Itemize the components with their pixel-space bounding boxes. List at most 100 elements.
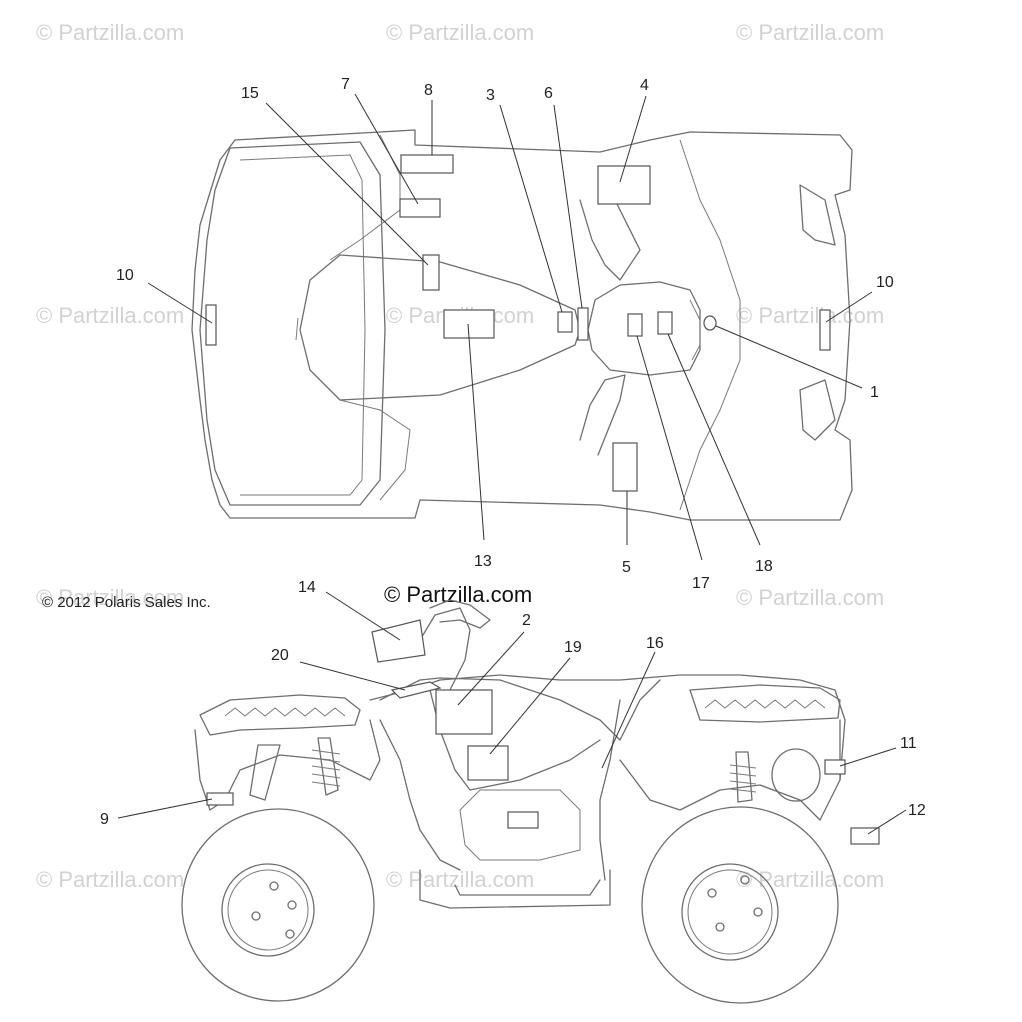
front-shock <box>735 751 753 803</box>
callout-15: 15 <box>241 85 259 102</box>
brand-label: © Partzilla.com <box>384 582 532 607</box>
watermark: © Partzilla.com <box>36 867 184 892</box>
callout-1: 1 <box>870 384 879 401</box>
decal-7 <box>399 198 441 218</box>
decal-5 <box>612 442 638 492</box>
watermark: © Partzilla.com <box>736 303 884 328</box>
callout-16: 16 <box>646 635 664 652</box>
decal-6 <box>577 307 589 341</box>
callout-13: 13 <box>474 553 492 570</box>
watermark: © Partzilla.com <box>736 585 884 610</box>
callout-18: 18 <box>755 558 773 575</box>
decal-footwell <box>507 811 539 829</box>
handlebar-side <box>429 599 491 629</box>
front-rack-teeth <box>704 699 826 709</box>
watermark: © Partzilla.com <box>736 867 884 892</box>
rear-rack <box>199 141 386 506</box>
side-view-callouts: 14 20 2 19 16 9 11 12 <box>100 579 926 835</box>
front-lug <box>715 922 725 932</box>
front-lug <box>753 907 763 917</box>
decal-4 <box>597 165 651 205</box>
handlebar-lower <box>579 374 626 456</box>
decal-10-right <box>819 309 831 351</box>
seat-side <box>379 677 661 741</box>
callout-6: 6 <box>544 85 553 102</box>
decal-2 <box>435 689 493 735</box>
callout-8: 8 <box>424 82 433 99</box>
callout-4: 4 <box>640 77 649 94</box>
headlight <box>771 748 821 802</box>
front-rim-inner <box>687 869 773 955</box>
steering-column <box>419 607 471 691</box>
decal-15 <box>422 254 440 291</box>
callout-17: 17 <box>692 575 710 592</box>
front-rim <box>681 863 779 961</box>
decal-9 <box>206 792 234 806</box>
callout-14: 14 <box>298 579 316 596</box>
rear-rack-inner <box>239 154 366 496</box>
front-wheel <box>641 806 839 1004</box>
front-lug <box>707 888 717 898</box>
front-fender-bottom <box>799 379 836 441</box>
watermark: © Partzilla.com <box>386 867 534 892</box>
front-hood <box>679 139 741 511</box>
decal-14 <box>371 619 426 663</box>
rear-rim <box>221 863 315 957</box>
rear-shock <box>317 737 339 796</box>
watermark: © Partzilla.com <box>36 303 184 328</box>
rocker-panel <box>419 869 611 909</box>
footwell <box>454 879 601 896</box>
callout-2: 2 <box>522 612 531 629</box>
rear-lug <box>287 900 297 910</box>
callout-20: 20 <box>271 647 289 664</box>
rear-lug <box>251 911 261 921</box>
rear-fender-side <box>194 719 381 811</box>
decal-3 <box>557 311 573 333</box>
rear-fender-bottom <box>339 399 411 501</box>
front-spring <box>729 764 757 793</box>
rear-rack-side <box>199 694 361 736</box>
seat-outline <box>299 254 581 401</box>
callout-9: 9 <box>100 811 109 828</box>
front-lug <box>740 875 750 885</box>
decal-11 <box>824 759 846 775</box>
decal-18 <box>657 311 673 335</box>
side-body-outline <box>369 674 846 781</box>
rear-wheel <box>181 808 375 1002</box>
decal-1-top <box>703 315 717 331</box>
watermarks: © Partzilla.com © Partzilla.com © Partzi… <box>36 20 884 892</box>
decal-12 <box>850 827 880 845</box>
decal-19 <box>467 745 509 781</box>
front-rack-side <box>689 684 841 723</box>
watermark: © Partzilla.com <box>386 20 534 45</box>
top-body-outline <box>191 129 853 521</box>
rear-rim-inner <box>227 869 309 951</box>
watermark: © Partzilla.com <box>36 585 184 610</box>
callout-7: 7 <box>341 76 350 93</box>
top-view-callouts: 15 7 8 3 6 4 10 10 1 13 5 17 18 <box>116 76 894 592</box>
front-fender-rear-edge <box>599 699 621 881</box>
decal-8 <box>400 154 454 174</box>
rear-fender-front-edge <box>379 719 461 871</box>
rear-spring <box>311 749 341 787</box>
atv-side-view <box>181 599 880 1004</box>
watermark: © Partzilla.com <box>36 20 184 45</box>
decal-10-left <box>205 304 217 346</box>
callout-19: 19 <box>564 639 582 656</box>
rear-rack-teeth <box>224 707 346 717</box>
seat-clip <box>295 317 299 341</box>
callout-11: 11 <box>900 735 917 752</box>
decal-20 <box>390 681 442 699</box>
front-fender-side <box>619 719 841 821</box>
watermark: © Partzilla.com <box>736 20 884 45</box>
callout-12: 12 <box>908 802 926 819</box>
rear-lug <box>269 881 279 891</box>
callout-10-left: 10 <box>116 267 134 284</box>
callout-5: 5 <box>622 559 631 576</box>
callout-3: 3 <box>486 87 495 104</box>
rear-lug <box>285 929 295 939</box>
callout-10-right: 10 <box>876 274 894 291</box>
copyright-text: © 2012 Polaris Sales Inc. <box>42 594 211 611</box>
